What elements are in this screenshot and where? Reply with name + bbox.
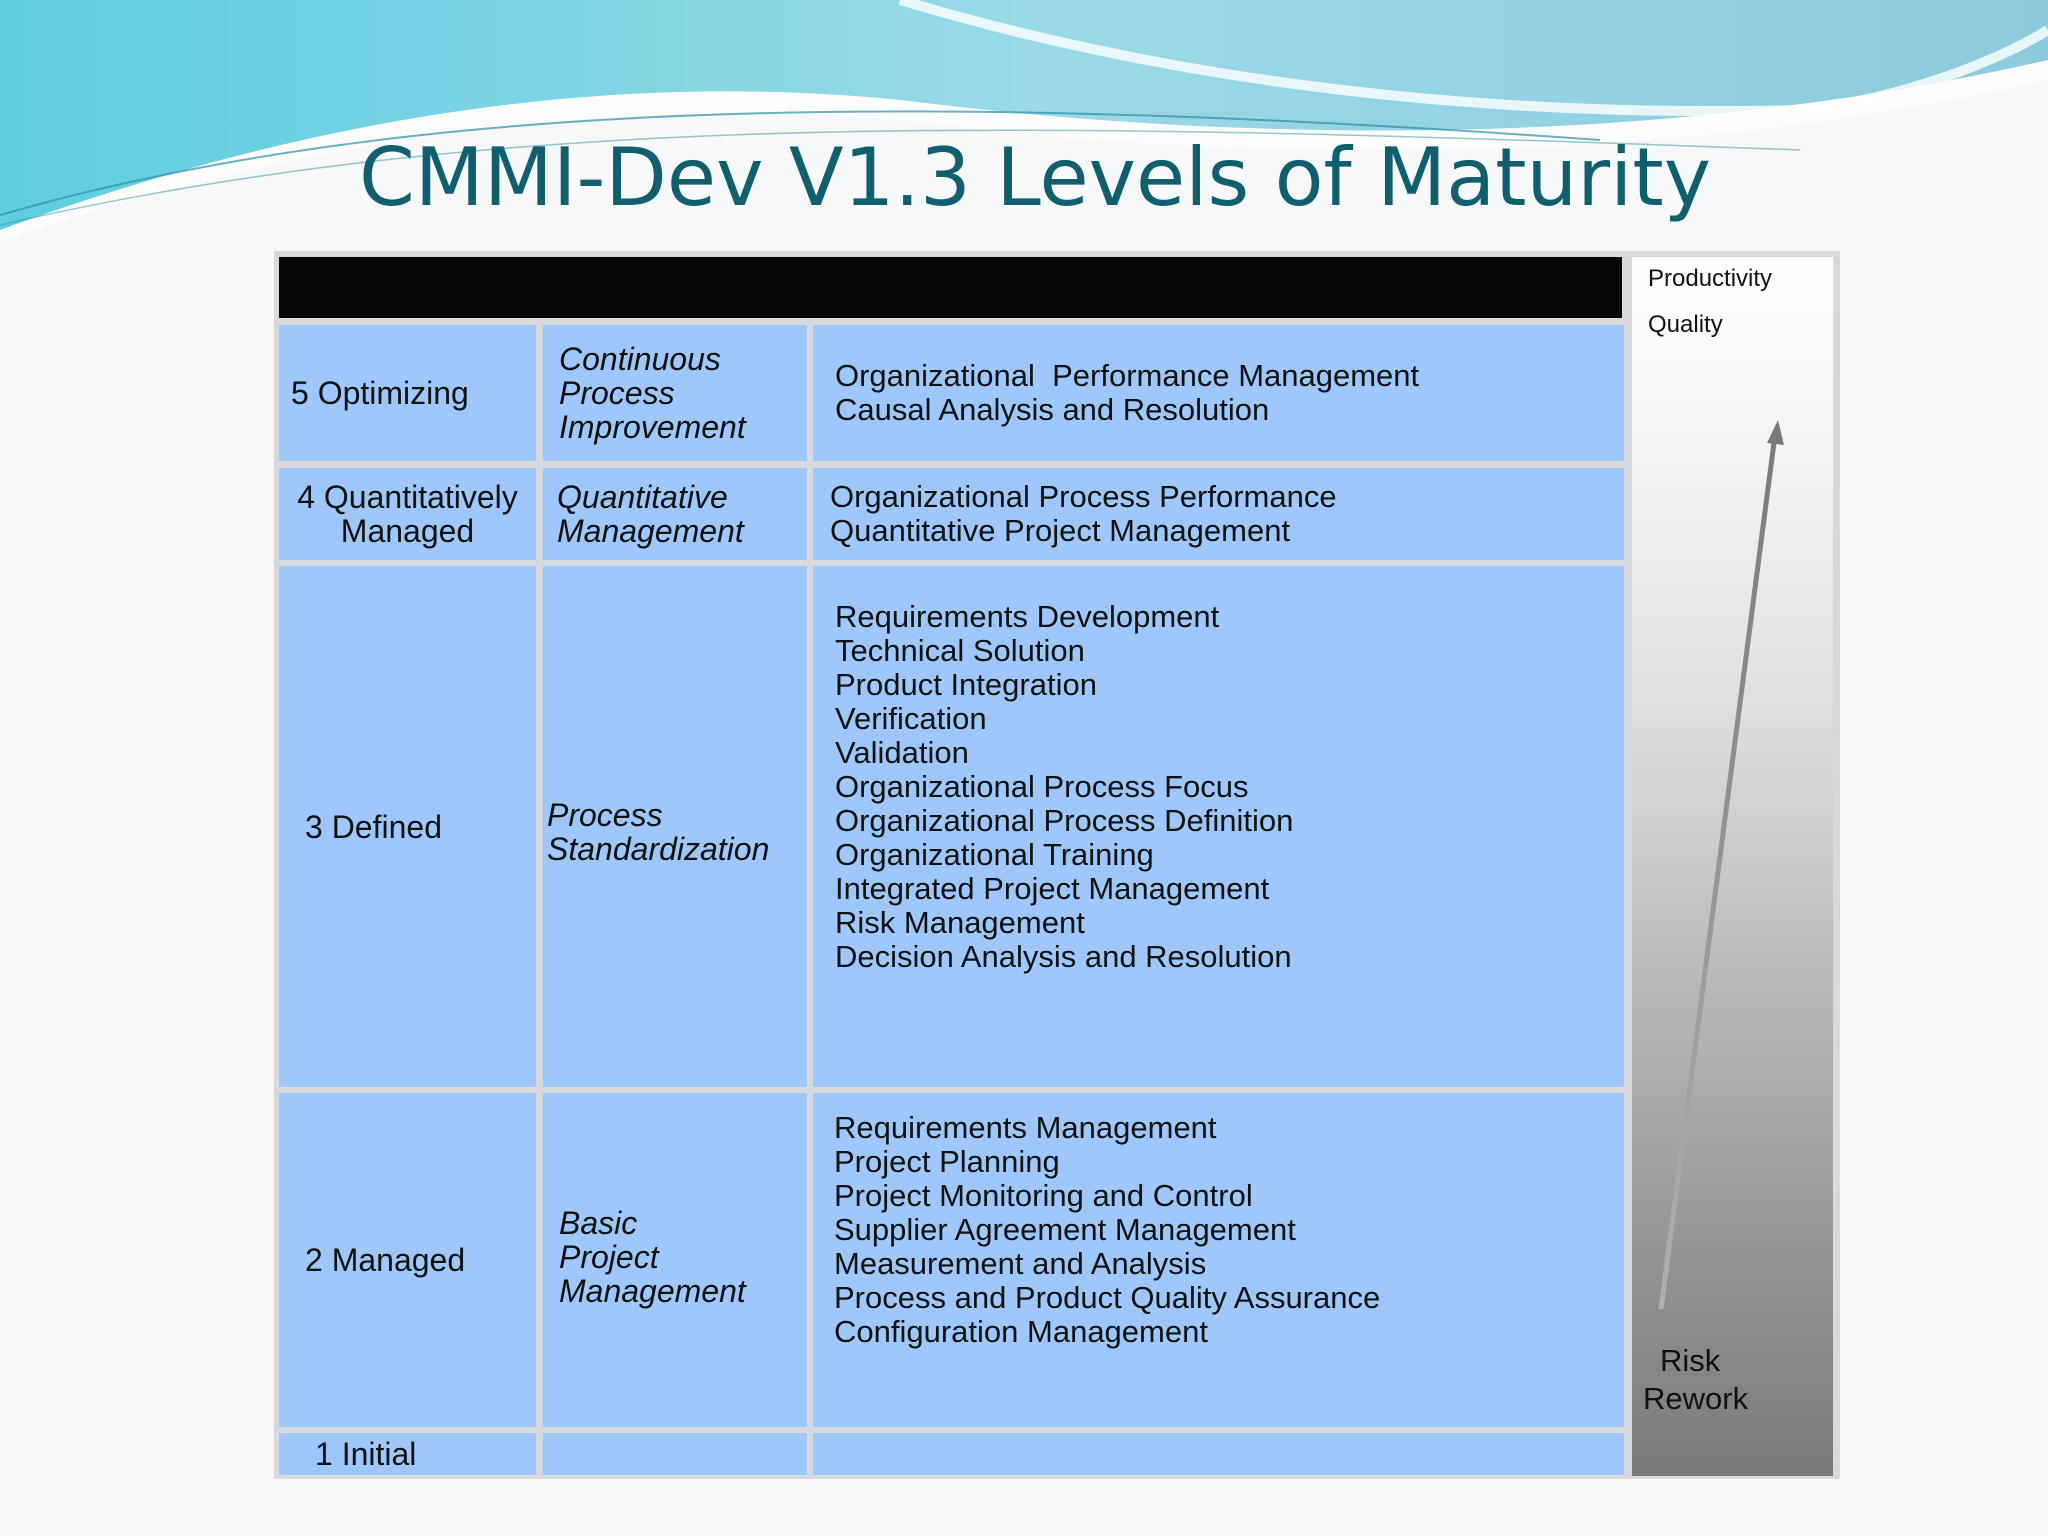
level-5-focus-line: Improvement: [559, 409, 746, 445]
level-2-focus-cell: Basic Project Management: [543, 1093, 807, 1427]
level-4-focus-line: Management: [557, 513, 744, 549]
process-area: Decision Analysis and Resolution: [835, 939, 1292, 974]
process-area: Process and Product Quality Assurance: [834, 1280, 1381, 1315]
slide-title: CMMI-Dev V1.3 Levels of Maturity: [358, 131, 1712, 224]
process-area: Measurement and Analysis: [834, 1246, 1207, 1281]
level-5-process-areas: Organizational Performance Management Ca…: [813, 325, 1624, 461]
level-5-focus-line: Continuous: [559, 341, 721, 377]
level-4-focus-line: Quantitative: [557, 479, 728, 515]
level-4-process-areas: Organizational Process Performance Quant…: [813, 468, 1624, 560]
level-3-focus-line: Standardization: [547, 830, 770, 867]
process-area: Verification: [835, 701, 987, 736]
process-area: Organizational Performance Management: [835, 358, 1420, 393]
level-1-process-areas: [813, 1433, 1624, 1475]
table-header-bar: [279, 257, 1622, 318]
level-4-focus-cell: Quantitative Management: [543, 468, 807, 560]
process-area: Supplier Agreement Management: [834, 1212, 1296, 1247]
risk-label: Risk: [1660, 1343, 1721, 1378]
level-3-label: 3 Defined: [305, 808, 442, 845]
level-3-process-areas: Requirements Development Technical Solut…: [813, 566, 1624, 1087]
level-2-focus-line: Management: [559, 1273, 746, 1309]
quality-label: Quality: [1648, 311, 1723, 338]
process-area: Requirements Management: [834, 1110, 1217, 1145]
process-area: Project Planning: [834, 1144, 1060, 1179]
process-area: Configuration Management: [834, 1314, 1208, 1349]
process-area: Risk Management: [835, 905, 1085, 940]
level-2-label: 2 Managed: [305, 1242, 466, 1278]
process-area: Organizational Process Performance: [830, 479, 1337, 514]
level-1-focus-cell: [543, 1433, 807, 1475]
process-area: Causal Analysis and Resolution: [835, 392, 1270, 427]
level-2-focus-line: Basic: [559, 1205, 638, 1241]
process-area: Integrated Project Management: [835, 871, 1270, 906]
process-area: Quantitative Project Management: [830, 513, 1291, 548]
level-3-focus-line: Process: [547, 796, 663, 833]
process-area: Project Monitoring and Control: [834, 1178, 1253, 1213]
level-4-label-line: Managed: [340, 513, 475, 549]
level-2-focus-line: Project: [559, 1239, 659, 1275]
level-5-cell: 5 Optimizing: [279, 325, 536, 461]
level-1-cell: 1 Initial: [279, 1433, 536, 1475]
level-2-process-areas: Requirements Management Project Planning…: [813, 1093, 1624, 1427]
improvement-arrow-icon: [1658, 420, 1784, 1310]
level-5-label: 5 Optimizing: [291, 375, 469, 411]
level-4-label-line: 4 Quantitatively: [297, 479, 518, 515]
level-5-focus-cell: Continuous Process Improvement: [543, 325, 807, 461]
level-2-cell: 2 Managed: [279, 1093, 536, 1427]
process-area: Organizational Process Definition: [835, 803, 1294, 838]
process-area: Organizational Training: [835, 837, 1154, 872]
process-area: Organizational Process Focus: [835, 769, 1249, 804]
level-5-focus-line: Process: [559, 375, 675, 411]
process-area: Product Integration: [835, 667, 1097, 702]
header-wave-decoration: [0, 0, 2048, 240]
level-1-label: 1 Initial: [315, 1436, 417, 1472]
process-area: Technical Solution: [835, 633, 1085, 668]
productivity-label: Productivity: [1648, 265, 1773, 292]
level-3-cell: 3 Defined: [279, 566, 536, 1087]
process-area: Validation: [835, 735, 969, 770]
level-4-cell: 4 Quantitatively Managed: [279, 468, 536, 560]
rework-label: Rework: [1643, 1381, 1749, 1416]
process-area: Requirements Development: [835, 599, 1220, 634]
level-3-focus-cell: Process Standardization: [543, 566, 807, 1087]
